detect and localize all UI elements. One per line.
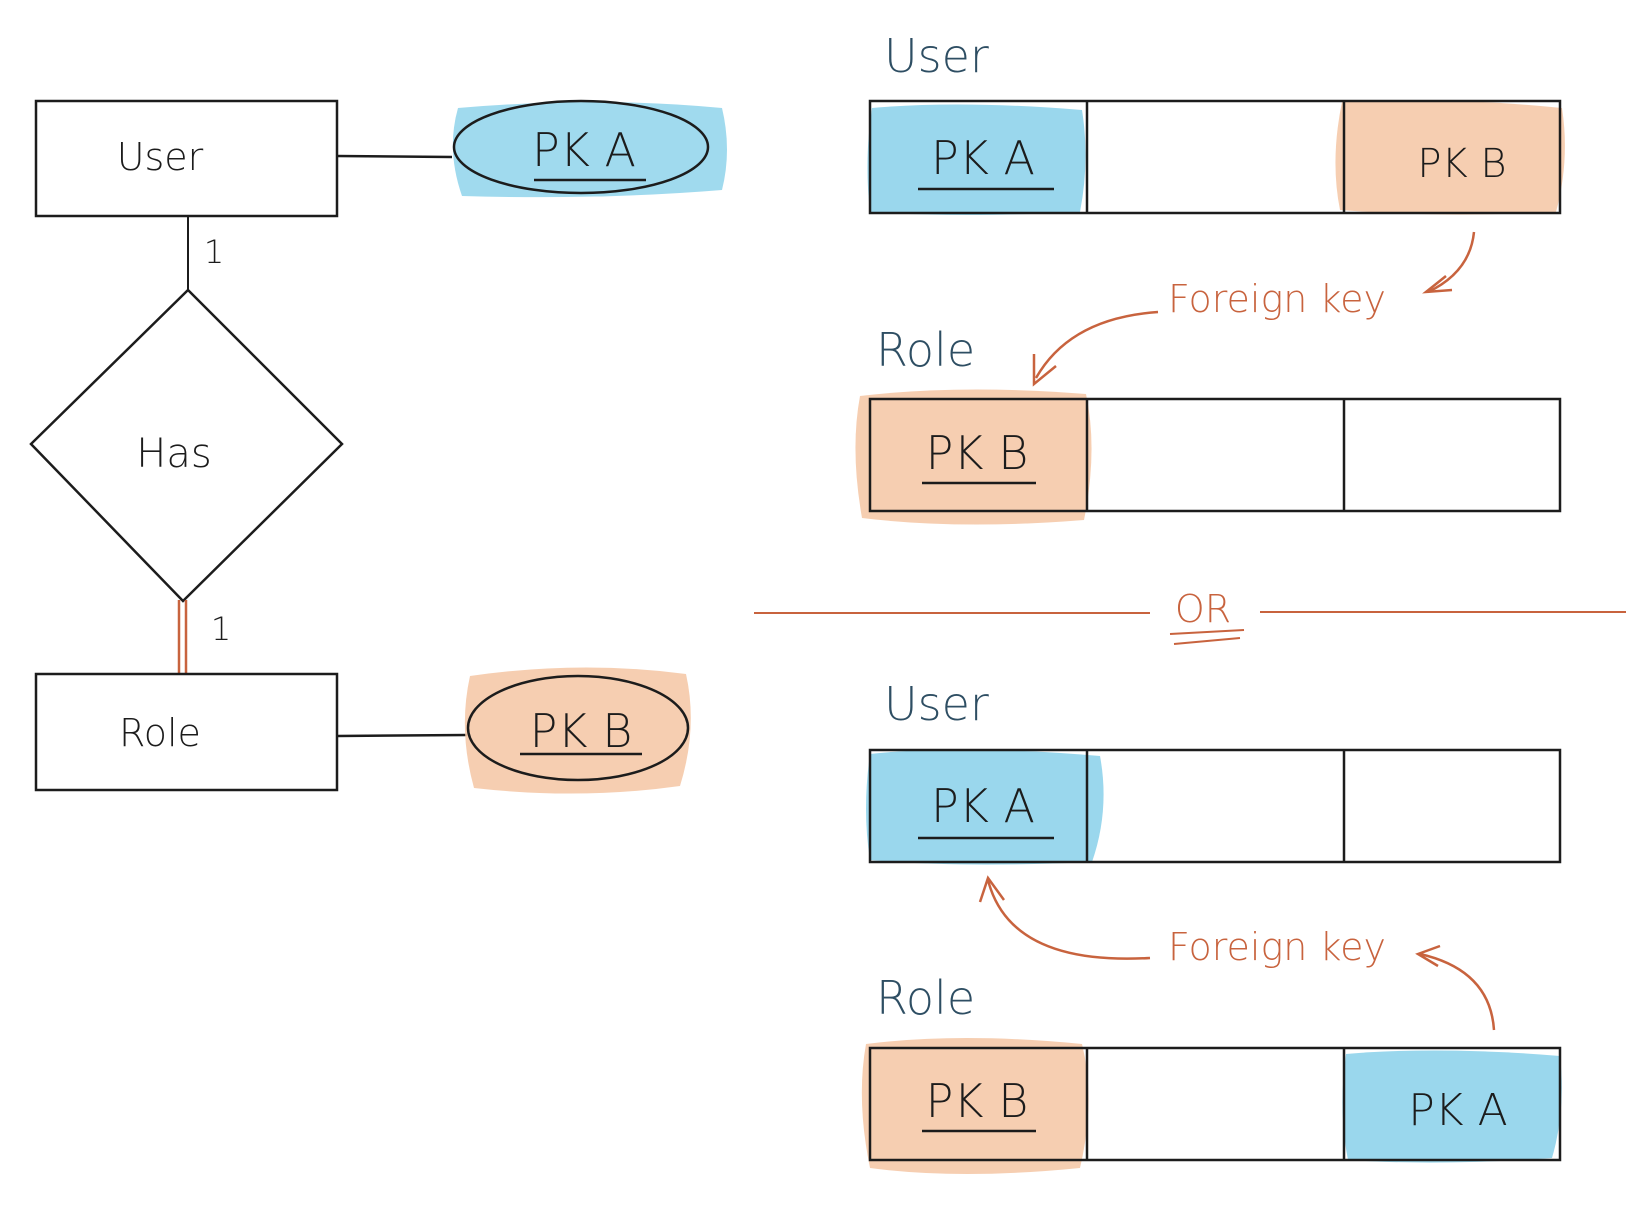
- option1-user-table: [868, 99, 1562, 215]
- cardinality-top: 1: [204, 233, 224, 271]
- role-attr-connector: [336, 733, 468, 738]
- option2-user-pk-highlight: [866, 749, 1104, 865]
- pk-b-attribute-label: PK B: [530, 704, 633, 758]
- option2-role-fk: PK A: [1408, 1085, 1507, 1136]
- pk-a-attribute: [452, 99, 710, 195]
- option2-fk-label: Foreign key: [1168, 925, 1386, 969]
- option1-fk-arrowhead-right: [1422, 275, 1453, 294]
- pk-a-attribute-label: PK A: [532, 123, 636, 177]
- option2-fk-arrow-left: [986, 879, 1151, 960]
- pk-a-highlight: [452, 102, 727, 198]
- option2-fk-arrow-right: [1419, 952, 1496, 1031]
- option1-fk-arrow-right: [1427, 231, 1476, 294]
- option2-user-table: [868, 748, 1562, 864]
- user-entity-box: [34, 99, 339, 218]
- user-entity-label: User: [117, 135, 204, 179]
- option1-user-pk: PK A: [931, 131, 1035, 185]
- pk-b-highlight: [464, 667, 691, 794]
- option1-user-pk-highlight: [867, 104, 1086, 215]
- role-entity-label: Role: [119, 711, 201, 755]
- pk-b-attribute: [466, 674, 690, 782]
- separator-underline-2: [1173, 637, 1241, 645]
- has-relationship-label: Has: [136, 431, 211, 477]
- option1-user-label: User: [884, 29, 989, 83]
- option1-user-fk-highlight: [1335, 100, 1565, 215]
- option2-role-pk: PK B: [926, 1074, 1029, 1128]
- option1-fk-arrow-left: [1034, 310, 1159, 379]
- option2-role-table: [868, 1046, 1562, 1162]
- user-attr-connector: [336, 154, 453, 159]
- option2-fk-arrowhead-left: [978, 875, 1006, 903]
- option2-role-label: Role: [876, 971, 975, 1025]
- option1-fk-arrowhead-left: [1032, 354, 1057, 387]
- option1-user-fk: PK B: [1417, 141, 1506, 187]
- option1-role-pk-highlight: [855, 389, 1092, 525]
- option1-fk-label: Foreign key: [1168, 277, 1386, 321]
- option2-user-label: User: [884, 677, 989, 731]
- role-entity-box: [34, 672, 339, 792]
- separator-label: OR: [1175, 587, 1231, 631]
- option1-role-label: Role: [876, 323, 975, 377]
- option2-user-pk: PK A: [931, 779, 1035, 833]
- cardinality-bottom: 1: [211, 610, 231, 648]
- option2-role-pk-highlight: [861, 1038, 1089, 1174]
- option1-role-pk: PK B: [926, 426, 1029, 480]
- option2-fk-arrowhead-right: [1415, 944, 1441, 968]
- option2-role-fk-highlight: [1342, 1050, 1562, 1163]
- option1-role-table: [868, 397, 1562, 513]
- separator-underline-1: [1169, 629, 1245, 635]
- has-relationship-diamond: [29, 288, 344, 603]
